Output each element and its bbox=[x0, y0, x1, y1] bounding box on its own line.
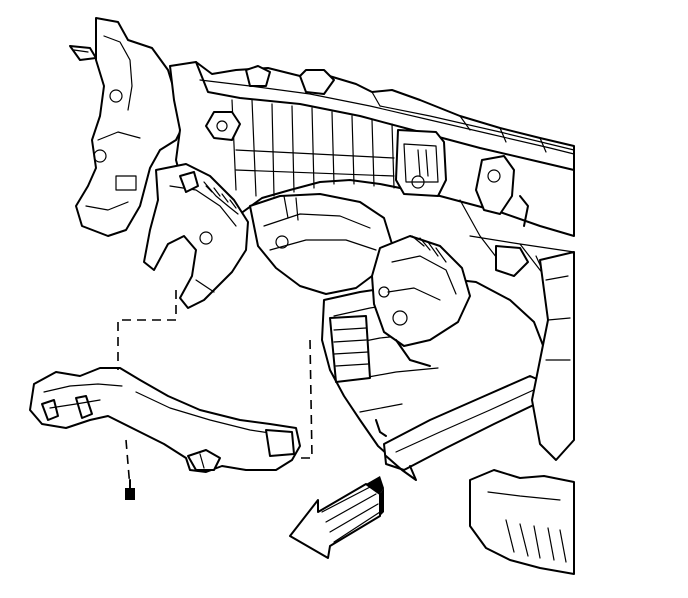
hvac-module bbox=[249, 193, 575, 481]
bolt-icon bbox=[125, 479, 135, 500]
alignment-lines bbox=[117, 290, 313, 489]
pedal-linkage bbox=[143, 163, 249, 309]
lower-support-bracket bbox=[29, 367, 301, 473]
arrow-icon bbox=[289, 476, 384, 559]
floor-duct bbox=[469, 469, 575, 575]
